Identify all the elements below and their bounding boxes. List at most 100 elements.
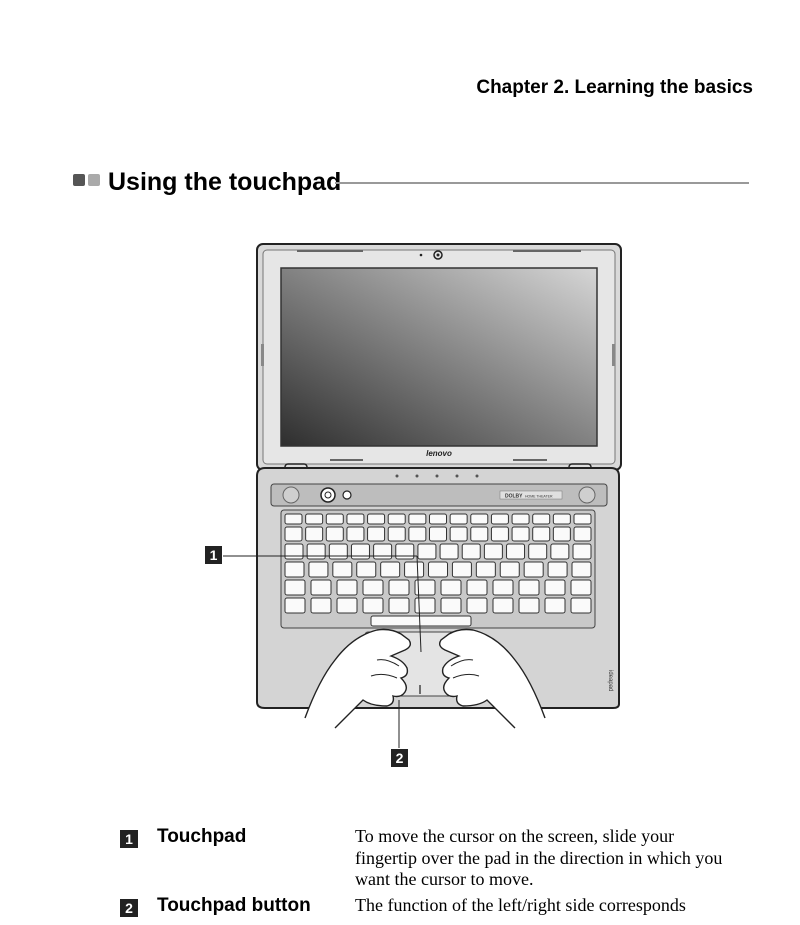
keyboard-key (305, 513, 324, 525)
lenovo-logo: lenovo (426, 449, 452, 458)
callout-1: 1 (205, 546, 222, 564)
svg-text:ideapad: ideapad (607, 670, 613, 691)
chapter-header: Chapter 2. Learning the basics (476, 77, 753, 98)
keyboard-key (552, 526, 571, 542)
keyboard-key (492, 579, 514, 596)
keyboard-key (492, 597, 514, 614)
keyboard-key (461, 543, 481, 560)
power-button-icon (320, 487, 336, 503)
keyboard-key (511, 513, 530, 525)
list-item: 2 Touchpad button The function of the le… (120, 895, 720, 925)
novo-button-icon (342, 490, 352, 500)
item-number: 2 (120, 899, 138, 917)
keyboard-key (547, 561, 568, 578)
keyboard-key (414, 579, 436, 596)
keyboard-key (362, 579, 384, 596)
keyboard-key (544, 579, 566, 596)
keyboard-key (346, 513, 365, 525)
keyboard-key (284, 543, 304, 560)
callout-2: 2 (391, 749, 408, 767)
keyboard-key (449, 526, 468, 542)
section-rule (335, 182, 749, 184)
keyboard-key (332, 561, 353, 578)
keyboard-key (440, 597, 462, 614)
svg-text:DOLBY: DOLBY (505, 494, 523, 500)
keyboard-key (528, 543, 548, 560)
keyboard-key (284, 526, 303, 542)
keyboard-key (466, 597, 488, 614)
keyboard-key (518, 579, 540, 596)
keyboard-key (284, 513, 303, 525)
keyboard-key (573, 513, 592, 525)
keyboard-key (490, 513, 509, 525)
keyboard-key (380, 561, 401, 578)
keyboard-key (387, 526, 406, 542)
keyboard-key (440, 579, 462, 596)
keyboard-key (308, 561, 329, 578)
laptop-drawing: lenovo DOLBY HOME THEATER ideapad (223, 243, 622, 748)
keyboard-key (428, 561, 448, 578)
keyboard-key (404, 561, 425, 578)
item-term: Touchpad button (157, 895, 311, 916)
keyboard-key (429, 526, 447, 542)
keyboard-key (350, 543, 370, 560)
keyboard-key (572, 543, 592, 560)
keyboard-key (511, 526, 530, 542)
keyboard-key (328, 543, 348, 560)
keyboard-key (362, 597, 384, 614)
right-hand (438, 628, 546, 729)
keyboard-key (518, 597, 540, 614)
keyboard-key (310, 579, 332, 596)
keyboard-key (325, 526, 344, 542)
keyboard-key (373, 543, 393, 560)
keyboard-key (284, 561, 305, 578)
keyboard-key (544, 597, 566, 614)
keyboard-key (490, 526, 509, 542)
keyboard-key (532, 513, 551, 525)
keyboard-key (325, 513, 344, 525)
list-item: 1 Touchpad To move the cursor on the scr… (120, 826, 722, 896)
spacebar-key (370, 615, 472, 627)
keyboard-key (470, 513, 489, 525)
keyboard-key (451, 561, 472, 578)
section-title: Using the touchpad (108, 168, 342, 196)
keyboard-key (506, 543, 526, 560)
keyboard-key (570, 597, 592, 614)
webcam-icon (433, 250, 443, 260)
keyboard-key (336, 579, 358, 596)
keyboard-key (367, 513, 386, 525)
bullet-square-dark-icon (73, 174, 85, 186)
speaker-bar (270, 483, 608, 507)
keyboard-key (408, 526, 427, 542)
bullet-square-light-icon (88, 174, 100, 186)
keyboard-key (429, 513, 447, 525)
keyboard-key (571, 561, 592, 578)
keyboard-key (414, 597, 436, 614)
keyboard-key (305, 526, 324, 542)
laptop-illustration: lenovo DOLBY HOME THEATER ideapad (195, 240, 625, 780)
keyboard-key (532, 526, 551, 542)
svg-text:HOME THEATER: HOME THEATER (525, 495, 553, 499)
keyboard-key (466, 579, 488, 596)
keyboard-key (388, 597, 410, 614)
keyboard-key (523, 561, 544, 578)
item-number: 1 (120, 830, 138, 848)
laptop-screen (280, 267, 598, 447)
keyboard-key (387, 513, 406, 525)
item-description: To move the cursor on the screen, slide … (355, 826, 723, 889)
keyboard-key (284, 579, 306, 596)
keyboard-key (367, 526, 386, 542)
keyboard-key (449, 513, 468, 525)
keyboard-key (306, 543, 326, 560)
keyboard-key (284, 597, 306, 614)
item-term: Touchpad (157, 826, 247, 847)
section-heading: Using the touchpad (73, 168, 749, 200)
keyboard-key (310, 597, 332, 614)
keyboard-key (356, 561, 377, 578)
keyboard-key (483, 543, 503, 560)
keyboard-key (470, 526, 489, 542)
keyboard-key (336, 597, 358, 614)
keyboard-key (570, 579, 592, 596)
keyboard-key (475, 561, 496, 578)
keyboard-key (346, 526, 365, 542)
